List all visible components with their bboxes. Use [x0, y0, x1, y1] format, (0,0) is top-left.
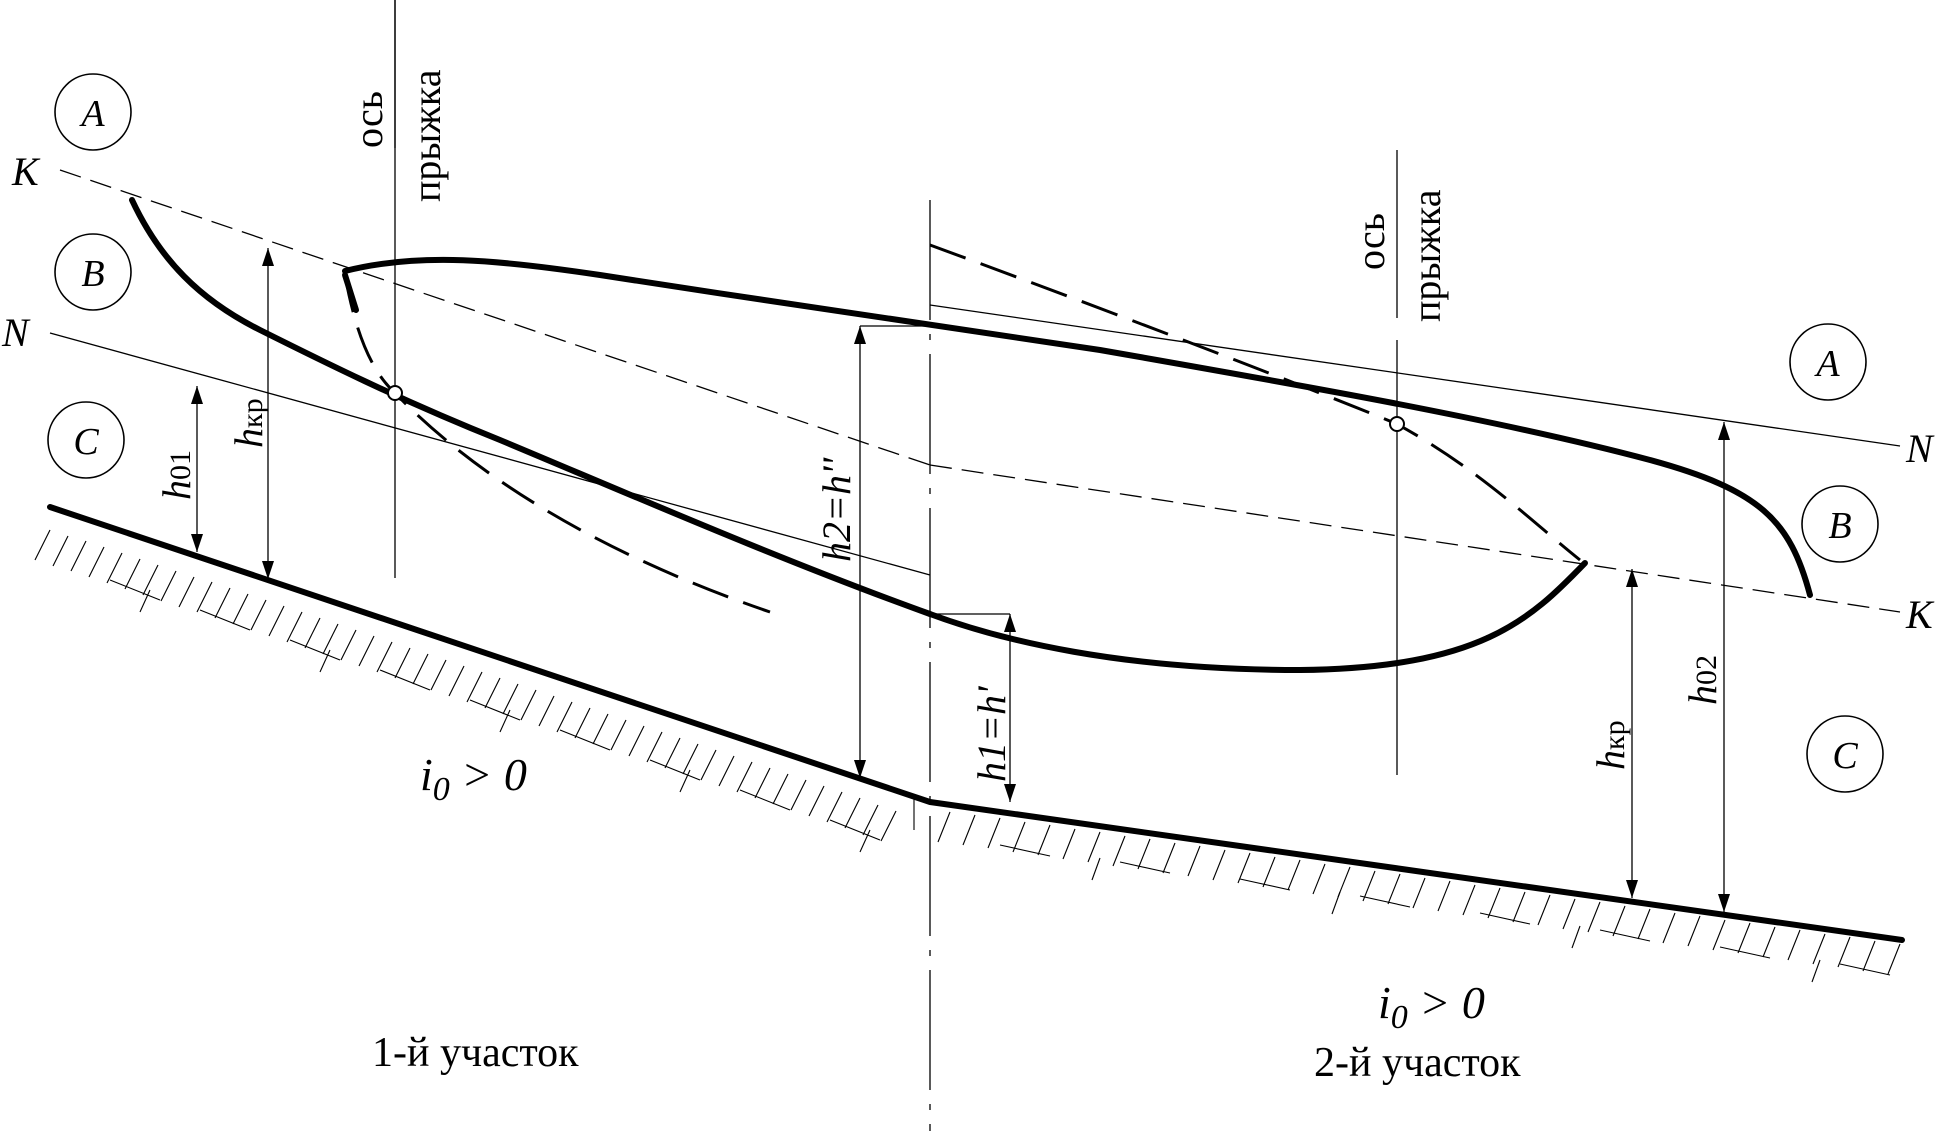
hydraulic-jump-front-left — [342, 272, 359, 313]
zone-c-marker-left: C — [47, 401, 125, 479]
conjugate-depth-curve-right — [929, 243, 1581, 562]
zone-b-marker-right: B — [1801, 485, 1879, 563]
channel-bed — [47, 504, 1905, 943]
h01-label: h01 — [154, 450, 199, 500]
hydraulic-jump-profile — [342, 256, 1813, 598]
n-n-line-right — [929, 304, 1901, 447]
jump-axis-label-right: ось — [1348, 213, 1393, 270]
jump-axis-point-left — [387, 385, 403, 401]
h02-label: h02 — [1680, 655, 1725, 705]
hkr-left-label: hкр — [226, 398, 271, 448]
free-surface-profile-right — [927, 560, 1588, 673]
svg-text:ось: ось — [346, 91, 391, 148]
svg-text:h2=h'': h2=h'' — [814, 456, 859, 562]
svg-text:h02: h02 — [1680, 655, 1725, 705]
jump-axis-label-right-2: прыжка — [1404, 189, 1449, 322]
ground-hatching-left — [34, 529, 915, 853]
svg-text:h1=h': h1=h' — [969, 685, 1014, 782]
h2-label: h2=h'' — [814, 456, 859, 562]
svg-text:C: C — [1832, 735, 1858, 777]
svg-text:ось: ось — [1348, 213, 1393, 270]
depth-dimensions — [191, 248, 1730, 912]
n-line-label-right: N — [1905, 426, 1935, 471]
svg-text:C: C — [73, 421, 99, 463]
ground-hatching-right — [937, 811, 1901, 983]
svg-text:h01: h01 — [154, 450, 199, 500]
zone-b-marker-left: B — [54, 233, 132, 311]
zone-a-marker-left: A — [54, 73, 132, 151]
k-k-line-left — [59, 169, 931, 466]
jump-axis-point-right — [1389, 416, 1405, 432]
svg-text:hкр: hкр — [226, 398, 271, 448]
svg-text:A: A — [1813, 343, 1840, 385]
k-k-line-right — [929, 464, 1901, 613]
k-line-label-left: K — [11, 149, 41, 194]
svg-text:B: B — [1828, 505, 1851, 547]
hkr-right-label: hкр — [1588, 720, 1633, 770]
zone-c-marker-right: C — [1806, 715, 1884, 793]
jump-axis-label-left: ось — [346, 91, 391, 148]
section-label-second: 2-й участок — [1314, 1040, 1521, 1086]
slope-label-right: i0 > 0 — [1378, 977, 1485, 1036]
svg-text:B: B — [81, 253, 104, 295]
svg-text:прыжка: прыжка — [1404, 189, 1449, 322]
h1-label: h1=h' — [969, 685, 1014, 782]
svg-text:hкр: hкр — [1588, 720, 1633, 770]
n-n-line-left — [49, 332, 931, 576]
jump-axis-label-left-2: прыжка — [404, 69, 449, 202]
k-line-label-right: K — [1905, 592, 1935, 637]
slope-label-left: i0 > 0 — [420, 749, 527, 808]
svg-text:прыжка: прыжка — [404, 69, 449, 202]
section-label-first: 1-й участок — [372, 1030, 579, 1076]
svg-text:A: A — [78, 93, 105, 135]
n-line-label-left: N — [1, 310, 31, 355]
zone-a-marker-right: A — [1789, 323, 1867, 401]
free-surface-profile-left — [129, 197, 933, 617]
conjugate-depth-curve-left — [343, 274, 771, 614]
